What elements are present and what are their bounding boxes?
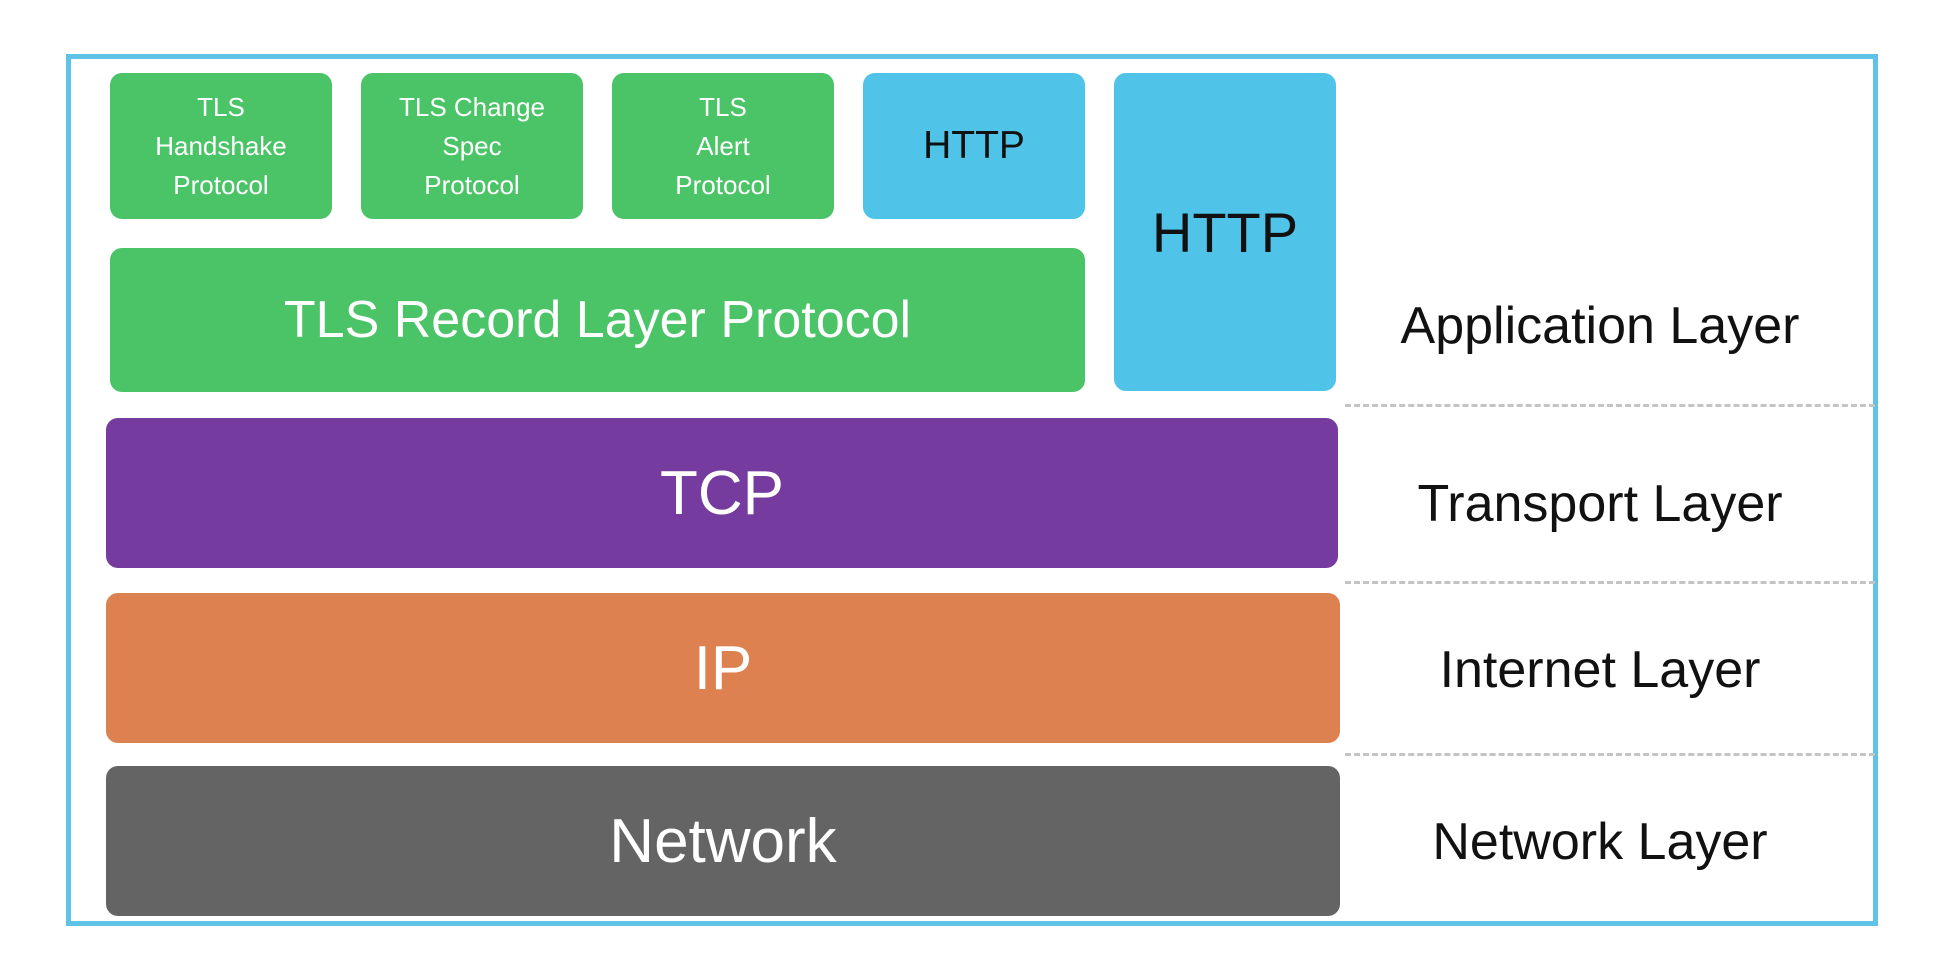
tls-change-spec-protocol-box: TLS Change Spec Protocol [361,73,583,219]
transport-layer-label: Transport Layer [1417,475,1783,533]
layer-separator [1345,753,1875,756]
http-plain-box: HTTP [1114,73,1336,391]
http-over-tls-box: HTTP [863,73,1085,219]
diagram-frame [66,54,1878,926]
network-box: Network [106,766,1340,916]
application-layer-label: Application Layer [1400,297,1800,355]
layer-separator [1345,404,1875,407]
network-layer-label: Network Layer [1432,813,1768,871]
tls-alert-protocol-box: TLS Alert Protocol [612,73,834,219]
tls-handshake-protocol-box: TLS Handshake Protocol [110,73,332,219]
tcp-box: TCP [106,418,1338,568]
layer-separator [1345,581,1875,584]
tls-record-layer-protocol-box: TLS Record Layer Protocol [110,248,1085,392]
internet-layer-label: Internet Layer [1439,641,1761,699]
ip-box: IP [106,593,1340,743]
